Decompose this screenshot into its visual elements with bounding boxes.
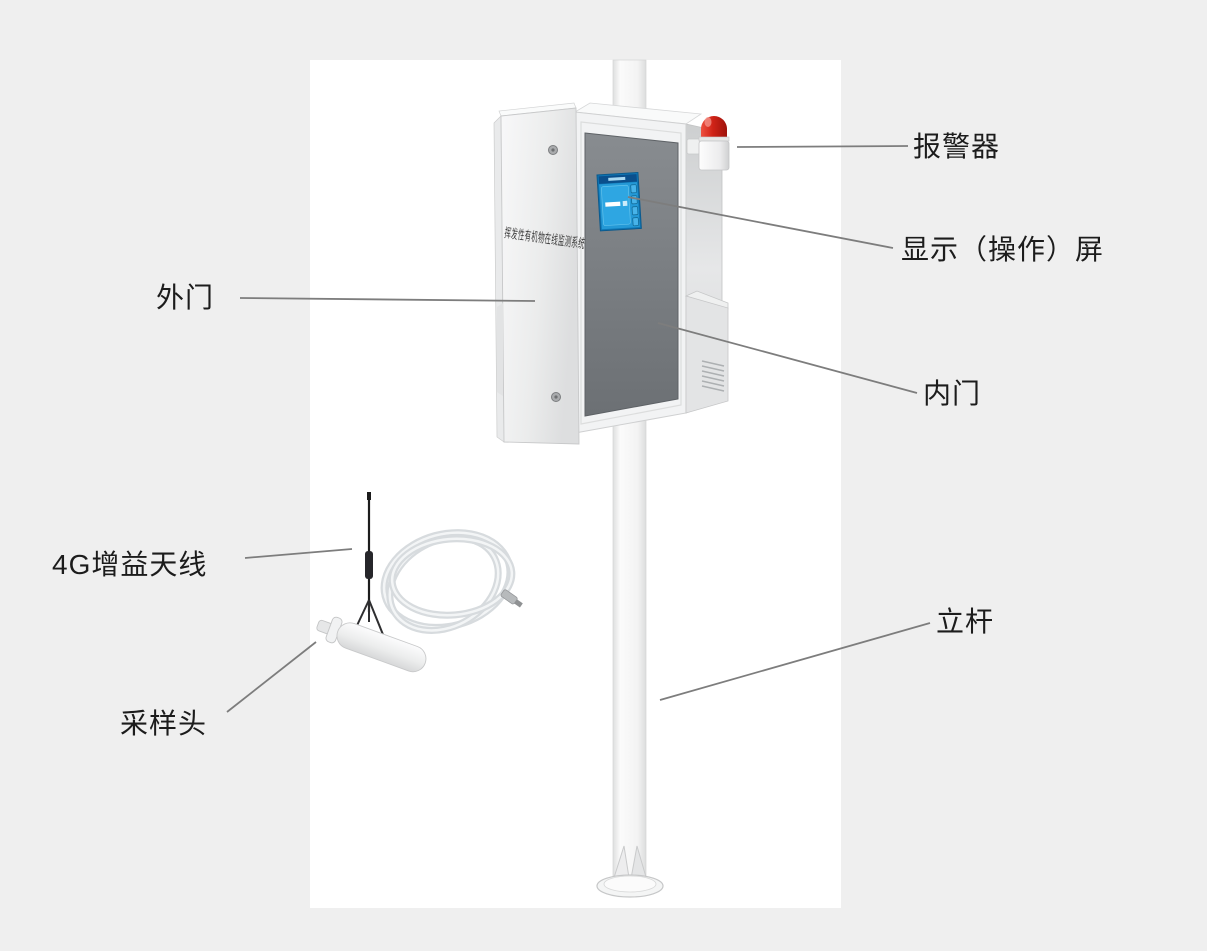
leader-line-sampling-head: [226, 641, 317, 713]
door-screw-bottom-center: [554, 395, 558, 399]
label-alarm: 报警器: [913, 131, 1001, 162]
antenna-sleeve: [365, 551, 373, 579]
leader-line-display: [627, 196, 894, 249]
leader-line-inner-door: [657, 322, 918, 394]
door-face: [500, 107, 580, 445]
pole-base: [596, 845, 664, 898]
beacon-bracket: [686, 138, 701, 155]
beacon-body: [698, 140, 730, 171]
beacon-highlight: [704, 117, 712, 127]
leader-line-antenna: [244, 548, 353, 559]
outer-door: 挥发性有机物在线监测系统: [493, 102, 586, 445]
label-outer-door: 外门: [156, 282, 215, 313]
alarm-beacon: [686, 116, 730, 171]
sampling-head: [316, 616, 427, 673]
screen-reading-bar: [605, 201, 621, 207]
screen-title-strip: [608, 176, 626, 181]
beacon-red-dome: [701, 116, 727, 139]
vent-grille: [701, 360, 725, 392]
frame-seam: [580, 121, 682, 425]
leader-lines: [226, 145, 931, 713]
sampling-head-body: [336, 622, 427, 673]
label-sampling-head: 采样头: [120, 708, 208, 739]
label-display-screen: 显示（操作）屏: [901, 234, 1105, 265]
screen-value-chip: [622, 200, 628, 207]
door-screw-top-center: [551, 148, 555, 152]
beacon-collar: [698, 136, 730, 142]
display-screen: [596, 171, 642, 232]
leader-line-alarm: [736, 145, 909, 148]
cabinet: [573, 102, 730, 434]
antenna-cable-coil: [380, 529, 523, 634]
door-edge-ridge: [497, 303, 503, 396]
label-4g-antenna: 4G增益天线: [52, 549, 208, 580]
cable-connector: [500, 589, 523, 608]
pole-lower-segment: [612, 399, 647, 877]
label-inner-door: 内门: [923, 378, 982, 409]
leader-line-outer-door: [239, 297, 536, 302]
louver-box: [684, 290, 729, 414]
4g-antenna: [352, 492, 385, 638]
leader-line-pole: [659, 622, 931, 701]
label-pole: 立杆: [936, 606, 995, 637]
